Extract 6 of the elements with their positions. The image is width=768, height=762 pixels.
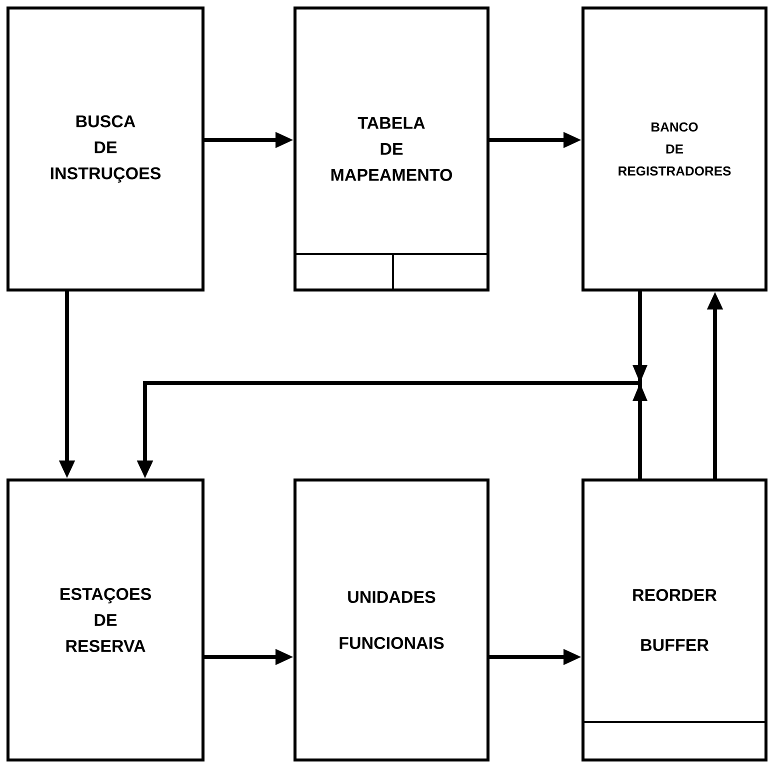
block-box: BUSCA DE INSTRUÇOES [6,6,204,292]
block-box: ESTAÇOES DE RESERVA [6,478,204,762]
block-box: TABELA DE MAPEAMENTO [294,6,490,292]
block-box: UNIDADES FUNCIONAIS [294,478,490,762]
block-box: REORDER BUFFER [582,478,768,762]
block-box: BANCO DE REGISTRADORES [582,6,768,292]
